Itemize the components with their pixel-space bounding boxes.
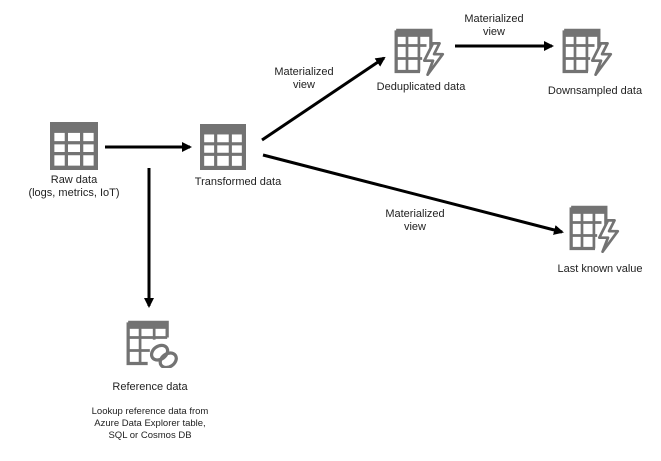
reference-data-note: Lookup reference data from Azure Data Ex… <box>60 406 240 442</box>
reference-note-line-1: Lookup reference data from <box>91 406 209 417</box>
edge-label-transformed-to-last-known: Materialized view <box>374 208 456 234</box>
transformed-data-label: Transformed data <box>194 176 282 188</box>
downsampled-data-materialized-icon <box>562 28 613 76</box>
edge-label-line-1: Materialized <box>464 13 524 25</box>
downsampled-data-label: Downsampled data <box>547 85 643 97</box>
last-known-value-label: Last known value <box>557 263 643 275</box>
edge-transformed-to-deduplicated <box>261 56 386 142</box>
edge-label-line-1: Materialized <box>385 208 445 220</box>
raw-data-title: Raw data <box>50 174 98 186</box>
last-known-value-materialized-icon <box>569 205 620 253</box>
reference-data-label: Reference data <box>112 381 188 393</box>
transformed-data-table-icon <box>202 126 244 168</box>
deduplicated-data-label: Deduplicated data <box>376 81 466 93</box>
reference-data-linked-table-icon <box>126 320 178 368</box>
edge-label-line-2: view <box>292 79 315 91</box>
deduplicated-data-materialized-icon <box>394 28 445 76</box>
raw-data-label: Raw data (logs, metrics, IoT) <box>14 174 134 200</box>
raw-data-table-icon <box>52 124 96 168</box>
edge-label-line-2: view <box>482 26 505 38</box>
raw-data-sublabel: (logs, metrics, IoT) <box>28 187 120 199</box>
edge-label-line-2: view <box>403 221 426 233</box>
reference-note-line-2: Azure Data Explorer table, <box>94 418 206 429</box>
reference-note-line-3: SQL or Cosmos DB <box>108 430 192 441</box>
edge-label-transformed-to-deduplicated: Materialized view <box>263 66 345 92</box>
edge-label-deduplicated-to-downsampled: Materialized view <box>453 13 535 39</box>
edge-label-line-1: Materialized <box>274 66 334 78</box>
edge-transformed-to-last-known <box>262 153 564 235</box>
